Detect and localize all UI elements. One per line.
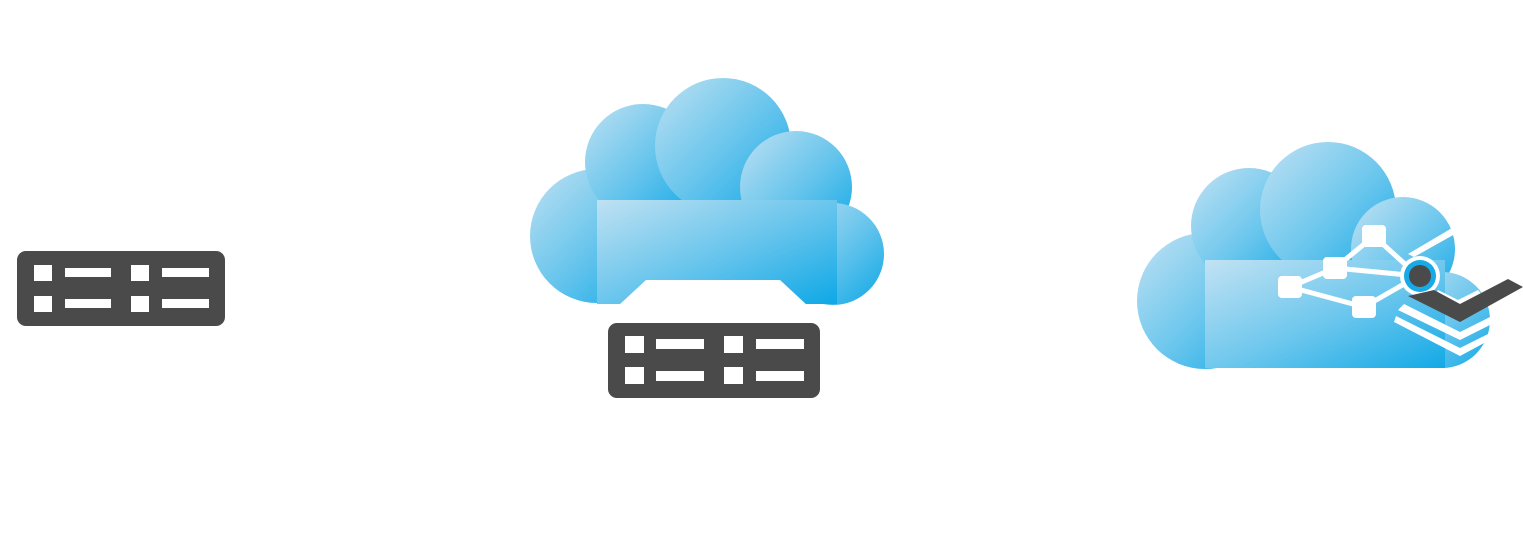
port-bar [65,268,111,277]
stack-layer-white-low [1398,304,1492,340]
port-bar [656,339,704,349]
port-bar [756,339,804,349]
server-appliance-icon [17,251,225,326]
cloud-network-stack-icon [1137,142,1523,369]
port-square [625,336,644,353]
port-bar [656,371,704,381]
cloud-hosted-appliance-icon [530,78,884,398]
stack-layer-dark [1408,279,1523,322]
stack-layer-white-top [1408,228,1455,257]
appliance-body [17,251,225,326]
port-square [34,265,52,281]
port-bar [162,299,209,308]
stack-layer-white-mid [1434,290,1484,310]
network-nodes [1278,225,1386,318]
port-square [131,265,149,281]
port-bar [756,371,804,381]
stack-layer-white-bottom [1394,316,1488,356]
port-square [131,296,149,312]
cloud-shape [530,78,884,305]
cloud-shape [1137,142,1490,369]
network-hub-node [1409,265,1431,287]
port-square [724,367,743,384]
layer-stack-icon [1394,228,1523,356]
port-square [724,336,743,353]
appliance-body [608,323,820,398]
port-bar [65,299,111,308]
port-square [625,367,644,384]
cloud-notch-inner [624,280,804,304]
port-bar [162,268,209,277]
port-square [34,296,52,312]
